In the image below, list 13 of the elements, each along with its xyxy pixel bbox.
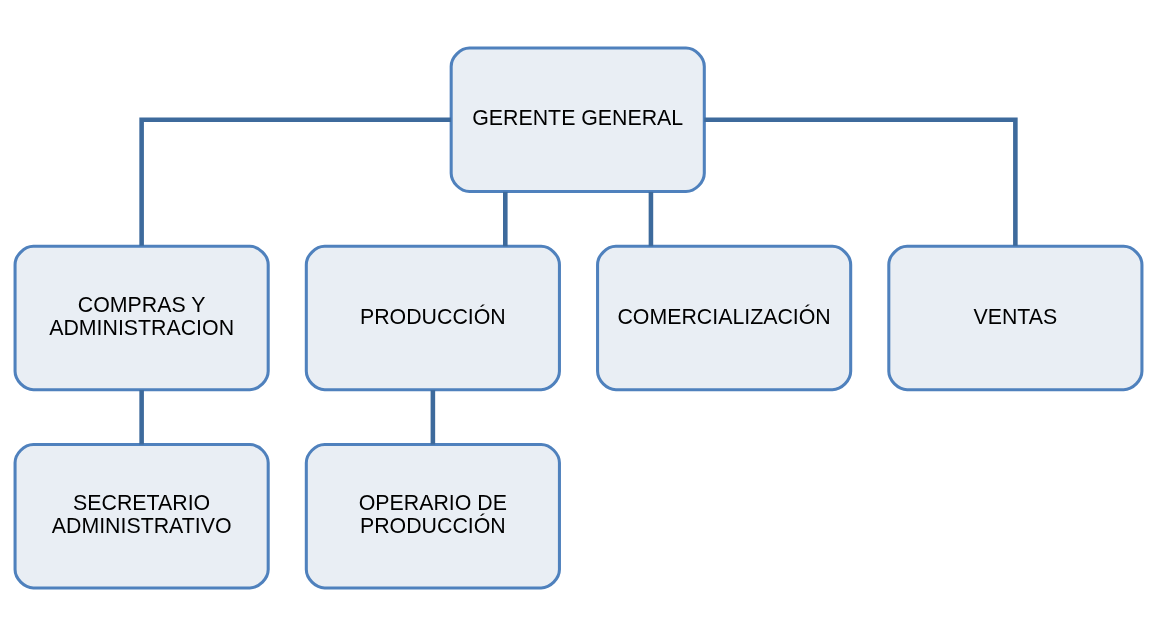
node-box: PRODUCCIÓN — [304, 244, 561, 391]
connector — [503, 191, 508, 246]
connector — [139, 389, 144, 444]
node-box: GERENTE GENERAL — [449, 46, 706, 193]
connector — [430, 389, 436, 444]
node-box: COMERCIALIZACIÓN — [596, 244, 853, 391]
connector — [139, 117, 451, 246]
node-box: SECRETARIO ADMINISTRATIVO — [13, 442, 270, 589]
node-box: COMPRAS Y ADMINISTRACION — [13, 244, 270, 391]
connector — [704, 117, 1018, 246]
node-box: VENTAS — [887, 244, 1144, 391]
node-box: OPERARIO DE PRODUCCIÓN — [304, 442, 561, 589]
connector — [648, 191, 654, 246]
